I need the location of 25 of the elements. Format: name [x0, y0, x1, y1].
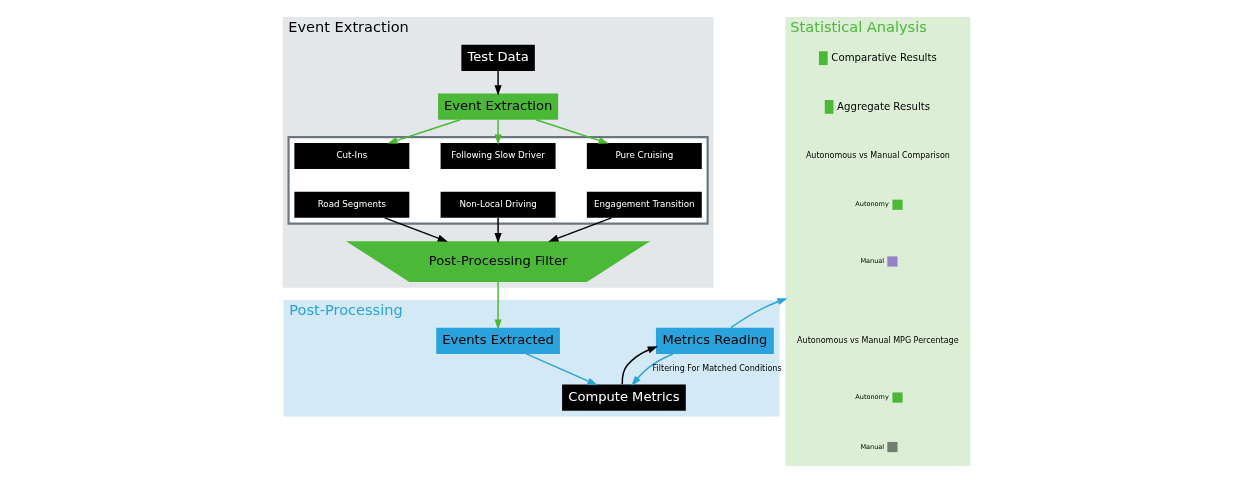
label: Aggregate Results [836, 100, 930, 112]
node-box: Metrics Reading [655, 327, 774, 354]
node-box: Road Segments [293, 191, 409, 218]
arrow [621, 346, 658, 385]
node-box: Following Slow Driver [440, 142, 556, 170]
node-box: Pure Cruising [586, 142, 702, 170]
node-box: Test Data [460, 44, 535, 71]
node-box: Cut-Ins [293, 142, 409, 170]
arrow [494, 119, 502, 145]
arrow [494, 70, 502, 96]
arrow [383, 217, 448, 242]
arrow [494, 281, 502, 330]
node-box: Compute Metrics [561, 384, 686, 411]
arrow [386, 118, 461, 144]
label: Comparative Results [830, 51, 937, 63]
arrow [547, 217, 612, 242]
arrow [534, 118, 609, 144]
arrow [729, 298, 788, 329]
node-box: Engagement Transition [586, 191, 702, 218]
node-box: Events Extracted [435, 327, 560, 354]
node-box: Non-Local Driving [440, 191, 556, 218]
arrow [525, 353, 598, 386]
arrow [630, 353, 673, 386]
arrow [494, 217, 502, 244]
node-box: Event Extraction [437, 93, 558, 120]
